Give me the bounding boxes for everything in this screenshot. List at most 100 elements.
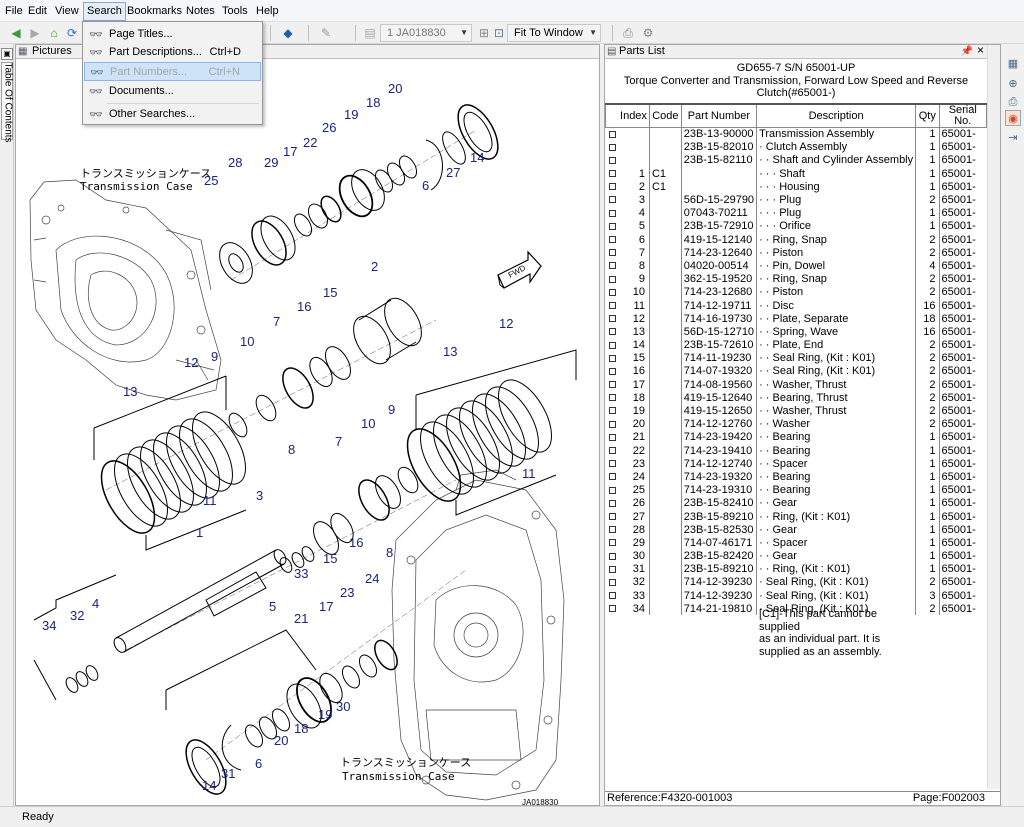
callout-number[interactable]: 23 xyxy=(340,585,354,600)
column-header-part-number[interactable]: Part Number xyxy=(680,103,758,128)
callout-number[interactable]: 27 xyxy=(446,165,460,180)
callout-number[interactable]: 9 xyxy=(211,349,218,364)
column-header-serial[interactable]: Serial No. xyxy=(938,103,987,128)
callout-number[interactable]: 16 xyxy=(349,535,363,550)
close-icon[interactable]: × xyxy=(976,43,984,57)
callout-number[interactable]: 29 xyxy=(264,155,278,170)
callout-number[interactable]: 26 xyxy=(322,120,336,135)
callout-number[interactable]: 31 xyxy=(221,766,235,781)
row-checkbox[interactable] xyxy=(609,394,616,402)
menu-documents[interactable]: 👓Documents... xyxy=(84,82,261,101)
callout-number[interactable]: 32 xyxy=(70,608,84,623)
row-checkbox[interactable] xyxy=(609,288,616,296)
document-icon[interactable]: ▤ xyxy=(364,26,376,40)
row-checkbox[interactable] xyxy=(609,486,616,494)
column-header-qty[interactable]: Qty xyxy=(915,103,940,128)
row-checkbox[interactable] xyxy=(609,526,616,534)
callout-number[interactable]: 25 xyxy=(204,173,218,188)
column-header-code[interactable]: Code xyxy=(648,103,682,128)
home-icon[interactable]: ⌂ xyxy=(50,26,58,40)
callout-number[interactable]: 18 xyxy=(294,721,308,736)
callout-number[interactable]: 9 xyxy=(388,402,395,417)
callout-number[interactable]: 2 xyxy=(371,259,378,274)
cart-icon[interactable]: ⊕ xyxy=(1008,78,1018,90)
callout-number[interactable]: 8 xyxy=(288,442,295,457)
callout-number[interactable]: 19 xyxy=(318,707,332,722)
parts-icon[interactable]: ▦ xyxy=(1007,58,1019,70)
row-checkbox[interactable] xyxy=(609,381,616,389)
menu-page-titles[interactable]: 👓Page Titles... xyxy=(84,25,261,44)
row-checkbox[interactable] xyxy=(609,275,616,283)
dock-icon[interactable]: ▣ xyxy=(1,48,13,60)
row-checkbox[interactable] xyxy=(609,447,616,454)
row-checkbox[interactable] xyxy=(609,578,616,586)
menu-notes[interactable]: Notes xyxy=(186,5,215,17)
row-checkbox[interactable] xyxy=(609,407,616,415)
callout-number[interactable]: 11 xyxy=(522,466,536,481)
row-checkbox[interactable] xyxy=(609,262,616,270)
table-of-contents-tab[interactable]: Table Of Contents xyxy=(1,62,14,143)
row-checkbox[interactable] xyxy=(609,420,616,428)
row-checkbox[interactable] xyxy=(609,222,616,230)
menu-tools[interactable]: Tools xyxy=(222,5,248,17)
callout-number[interactable]: 12 xyxy=(184,355,198,370)
back-icon[interactable]: ◀ xyxy=(11,26,21,40)
row-checkbox[interactable] xyxy=(609,196,616,204)
row-checkbox[interactable] xyxy=(609,328,616,336)
fit-icon[interactable]: ⊡ xyxy=(493,26,505,40)
row-checkbox[interactable] xyxy=(609,315,616,323)
callout-number[interactable]: 17 xyxy=(319,599,333,614)
callout-number[interactable]: 15 xyxy=(323,285,337,300)
callout-number[interactable]: 13 xyxy=(123,384,137,399)
callout-number[interactable]: 16 xyxy=(297,299,311,314)
row-checkbox[interactable] xyxy=(609,156,616,164)
document-combo[interactable]: 1 JA018830▼ xyxy=(380,24,472,42)
exploded-parts-drawing[interactable]: トランスミッションケース Transmission Case トランスミッション… xyxy=(16,60,599,805)
callout-number[interactable]: 20 xyxy=(274,733,288,748)
row-checkbox[interactable] xyxy=(609,592,616,600)
callout-number[interactable]: 1 xyxy=(196,525,203,540)
row-checkbox[interactable] xyxy=(609,367,616,375)
row-checkbox[interactable] xyxy=(609,605,616,613)
note-icon[interactable]: ✎ xyxy=(320,26,332,40)
row-checkbox[interactable] xyxy=(609,539,616,547)
callout-number[interactable]: 24 xyxy=(365,571,379,586)
column-header-index[interactable]: Index xyxy=(605,103,650,128)
sync-icon[interactable]: ⟳ xyxy=(66,26,78,40)
menu-part-descriptions[interactable]: 👓Part Descriptions...Ctrl+D xyxy=(84,43,261,62)
callout-number[interactable]: 6 xyxy=(255,756,262,771)
callout-number[interactable]: 7 xyxy=(273,314,280,329)
row-checkbox[interactable] xyxy=(609,236,616,243)
callout-number[interactable]: 6 xyxy=(422,178,429,193)
row-checkbox[interactable] xyxy=(609,552,616,560)
row-checkbox[interactable] xyxy=(609,209,616,217)
callout-number[interactable]: 8 xyxy=(386,545,393,560)
row-checkbox[interactable] xyxy=(609,143,616,151)
forward-icon[interactable]: ▶ xyxy=(30,26,40,40)
callout-number[interactable]: 12 xyxy=(499,316,513,331)
callout-number[interactable]: 10 xyxy=(240,334,254,349)
callout-number[interactable]: 19 xyxy=(344,107,358,122)
callout-number[interactable]: 7 xyxy=(335,434,342,449)
row-checkbox[interactable] xyxy=(609,131,616,138)
menu-part-numbers[interactable]: 👓Part Numbers...Ctrl+N xyxy=(84,62,261,81)
